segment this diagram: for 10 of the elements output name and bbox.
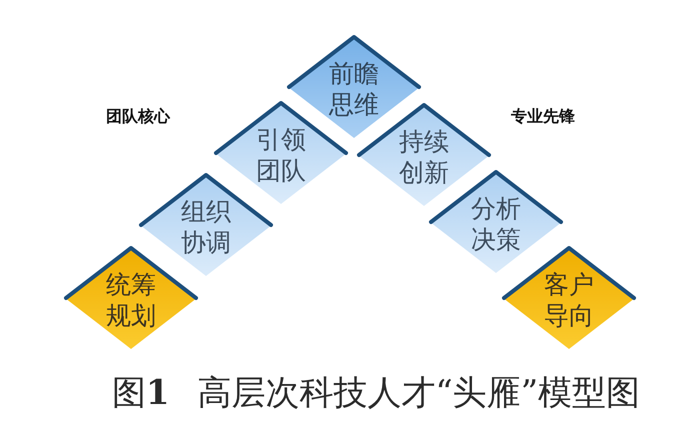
tile-label: 统筹规划 (106, 269, 156, 331)
tile-label: 前瞻思维 (329, 58, 379, 120)
side-label: 团队核心 (106, 106, 170, 128)
tile-label: 引领团队 (256, 124, 306, 186)
side-label: 专业先锋 (511, 106, 575, 128)
figure-caption: 图1 高层次科技人才“头雁”模型图 (112, 374, 640, 412)
tile-label: 组织协调 (181, 196, 231, 258)
tile-label: 分析决策 (471, 193, 521, 255)
tile-label: 持续创新 (399, 126, 449, 188)
tile-label: 客户导向 (544, 269, 594, 331)
